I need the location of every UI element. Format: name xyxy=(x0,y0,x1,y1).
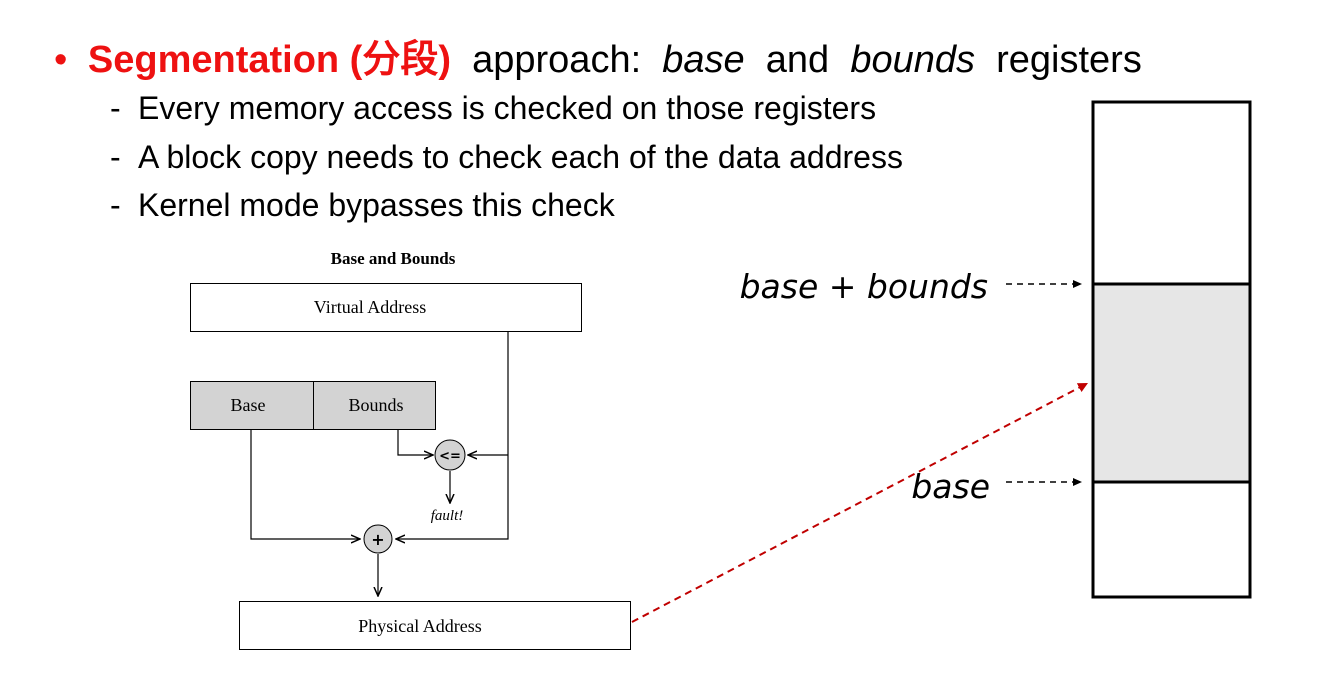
virtual-address-box xyxy=(190,283,582,332)
physical-address-label: Physical Address xyxy=(358,616,482,636)
title-text: registers xyxy=(986,39,1142,81)
title-highlight: Segmentation (分段) xyxy=(88,39,451,81)
title-italic-bounds: bounds xyxy=(850,39,975,81)
title-text: approach: xyxy=(462,39,652,81)
add-node xyxy=(363,524,393,554)
bullet-item: Every memory access is checked on those … xyxy=(138,90,876,126)
physical-memory xyxy=(1091,100,1252,599)
base-label: Base xyxy=(231,395,266,415)
mapping-arrow xyxy=(631,382,1089,623)
fault-label: fault! xyxy=(431,508,464,524)
compare-operator: <= xyxy=(439,449,461,464)
bullet-list: - Every memory access is checked on thos… xyxy=(110,90,903,223)
bullet-dash: - xyxy=(110,187,121,223)
add-operator: + xyxy=(371,530,384,549)
bounds-register xyxy=(313,381,436,430)
connector-lines xyxy=(250,331,509,596)
base-plus-bounds-label: base + bounds xyxy=(740,267,988,306)
title-text: and xyxy=(755,39,840,81)
title-bullet: • xyxy=(54,39,67,81)
bounds-label: Bounds xyxy=(348,395,403,415)
bullet-dash: - xyxy=(110,90,121,126)
base-register xyxy=(190,381,314,430)
bullet-item: Kernel mode bypasses this check xyxy=(138,187,616,223)
slide-title: • Segmentation (分段) approach: base and b… xyxy=(54,39,1142,81)
diagram-title: Base and Bounds xyxy=(331,249,456,268)
physical-address-box xyxy=(239,601,631,650)
virtual-address-label: Virtual Address xyxy=(314,297,426,317)
bullet-item: A block copy needs to check each of the … xyxy=(138,139,903,175)
title-italic-base: base xyxy=(662,39,744,81)
memory-segment xyxy=(1091,282,1252,484)
compare-node xyxy=(434,439,466,471)
base-label-memory: base xyxy=(911,467,990,506)
memory-labels: base + bounds base xyxy=(740,267,990,506)
bullet-dash: - xyxy=(110,139,121,175)
base-bounds-diagram: Base and Bounds Virtual Address Base Bou… xyxy=(190,249,631,650)
